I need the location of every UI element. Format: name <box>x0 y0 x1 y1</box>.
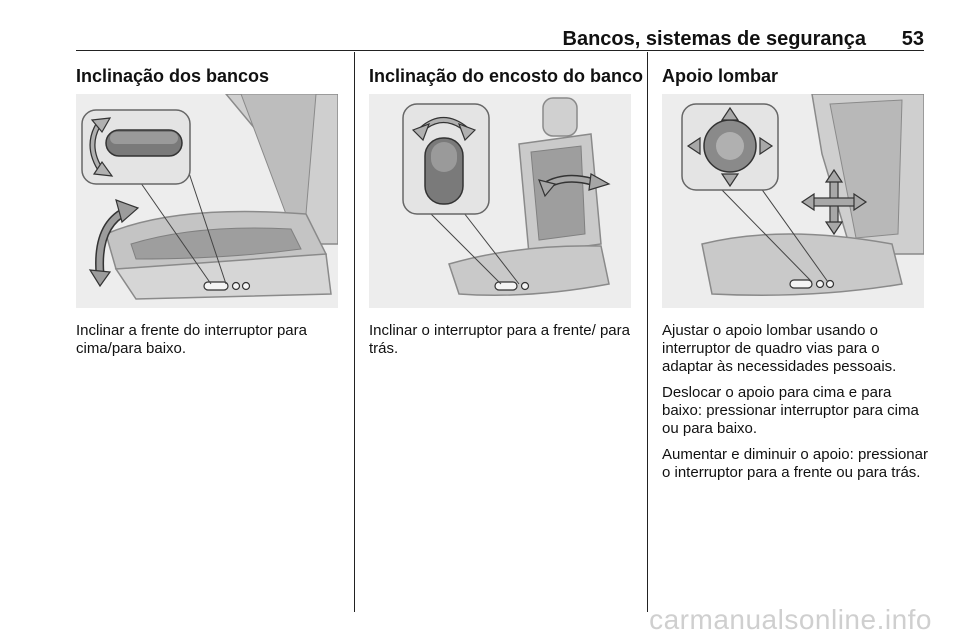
backrest-recline-illustration <box>369 94 631 308</box>
column-divider-1 <box>354 52 355 612</box>
header-rule <box>76 50 924 51</box>
paragraph: Inclinar o interruptor para a frente/ pa… <box>369 322 630 357</box>
seat-tilt-illustration <box>76 94 338 308</box>
section-title-lumbar-support: Apoio lombar <box>662 66 778 86</box>
column-divider-2 <box>647 52 648 612</box>
paragraph: Ajustar o apoio lombar usando o interrup… <box>662 322 897 375</box>
paragraph: Aumentar e diminuir o apoio: pressionar … <box>662 446 928 481</box>
page-number: 53 <box>901 28 924 50</box>
backrest-recline-text: Inclinar o interruptor para a frente/ pa… <box>369 322 631 366</box>
page-header-title: Bancos, sistemas de segurança <box>562 28 866 50</box>
watermark: carmanualsonline.info <box>649 604 932 635</box>
section-title-seat-tilt: Inclinação dos bancos <box>76 66 270 86</box>
paragraph: Inclinar a frente do interruptor para ci… <box>76 322 307 357</box>
seat-tilt-text: Inclinar a frente do interruptor para ci… <box>76 322 338 366</box>
lumbar-support-text: Ajustar o apoio lombar usando o interrup… <box>662 322 932 490</box>
paragraph: Deslocar o apoio para cima e para baixo:… <box>662 384 919 437</box>
lumbar-support-illustration <box>662 94 924 308</box>
section-title-backrest-recline: Inclinação do encosto do banco <box>369 66 644 86</box>
